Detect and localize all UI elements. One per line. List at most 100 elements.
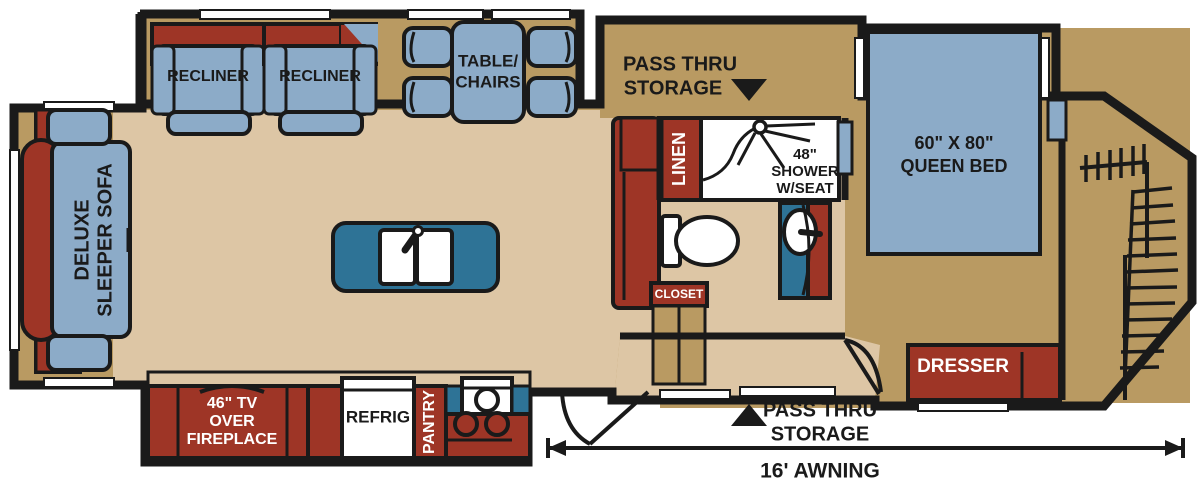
- burner-icon-1: [474, 387, 500, 413]
- sleeper-sofa-label-line2: SLEEPER SOFA: [94, 163, 116, 316]
- queen-bed-label-line1: 60" X 80": [914, 133, 993, 153]
- entry-door[interactable]: [560, 390, 650, 446]
- bathroom-vanity[interactable]: [778, 201, 832, 300]
- kitchen-island[interactable]: [331, 221, 500, 293]
- refrig-label: REFRIG: [346, 407, 410, 426]
- awning-arrow-right-icon: [1165, 440, 1183, 456]
- wardrobe-hangers-side: [1119, 186, 1179, 370]
- queen-bed-mattress: [866, 30, 1042, 256]
- window-sofa-bottom: [43, 377, 115, 388]
- dresser-body: [906, 343, 1062, 402]
- closet-tag[interactable]: CLOSET: [649, 281, 709, 308]
- recliner-2-footrest: [278, 110, 364, 136]
- pass-thru-storage-bottom: PASS THRU STORAGE: [731, 399, 877, 445]
- pass-thru-top-arrow-icon: [731, 79, 767, 101]
- bedroom-slide-top-wall: [860, 23, 1061, 100]
- shower-curtain-curve: [702, 123, 764, 182]
- pass-thru-bottom-label-line1: PASS THRU: [763, 399, 877, 421]
- vanity-faucet: [798, 229, 823, 237]
- recliner-1[interactable]: RECLINER: [150, 22, 266, 136]
- chair-bottom-right-arc: [564, 81, 571, 113]
- table-chairs-label-line2: CHAIRS: [455, 72, 520, 91]
- queen-bed-label-line2: QUEEN BED: [900, 156, 1007, 176]
- window-living-top-1: [199, 9, 331, 20]
- entry-door-leaf: [588, 390, 650, 446]
- recliner-2[interactable]: RECLINER: [262, 22, 378, 136]
- range-cooktop[interactable]: [444, 376, 532, 460]
- chair-top-left-arc: [409, 31, 416, 63]
- closet-door-2: [677, 304, 707, 386]
- refrigerator[interactable]: REFRIG: [340, 376, 416, 460]
- cabinet-filler-1: [306, 384, 344, 460]
- sofa-cushion-top: [46, 108, 112, 146]
- windows: [9, 9, 1050, 412]
- recliner-1-arm-left: [150, 44, 176, 116]
- bath-window-blue: [836, 120, 854, 176]
- recliner-1-label: RECLINER: [167, 68, 249, 85]
- linen-closet[interactable]: LINEN: [657, 116, 703, 202]
- window-dresser-bottom: [917, 402, 1009, 412]
- dining-table: [450, 20, 526, 124]
- recliner-2-arm-left: [262, 44, 288, 116]
- pass-thru-storage-top: PASS THRU STORAGE: [623, 53, 767, 101]
- toilet[interactable]: [660, 214, 740, 268]
- nightstand-blue: [1046, 98, 1068, 142]
- counter-teal-right: [510, 384, 532, 416]
- dinette-table-chairs[interactable]: TABLE/ CHAIRS: [402, 20, 578, 124]
- entry-door-swing-arc: [560, 391, 592, 446]
- tv-over-fireplace[interactable]: 46" TV OVER FIREPLACE: [146, 384, 310, 460]
- shower-spray-icon: [736, 122, 816, 169]
- sofa-cushion-bottom: [46, 334, 112, 372]
- tv-fireplace-cabinet: [146, 384, 310, 460]
- chair-top-right-arc: [564, 31, 571, 63]
- awning-label: 16' AWNING: [760, 460, 880, 483]
- pantry-label: PANTRY: [421, 390, 438, 454]
- shower[interactable]: 48" SHOWER W/SEAT: [699, 116, 841, 202]
- recliner-2-label: RECLINER: [279, 68, 361, 85]
- linen-label: LINEN: [669, 132, 689, 186]
- sleeper-sofa-label-line1: DELUXE: [71, 199, 93, 280]
- bathroom: 48" SHOWER W/SEAT: [620, 116, 883, 396]
- pass-thru-top-label-line1: PASS THRU: [623, 53, 737, 75]
- tv-fireplace-label-line3: FIREPLACE: [187, 431, 278, 448]
- counter-teal-left: [444, 384, 464, 416]
- fireplace-arc-icon: [199, 384, 265, 394]
- awning-dimension: 16' AWNING: [546, 438, 1185, 483]
- recliner-2-arm-right: [352, 44, 378, 116]
- queen-bed[interactable]: 60" X 80" QUEEN BED: [866, 30, 1042, 256]
- pantry[interactable]: PANTRY: [412, 384, 448, 460]
- window-bed-left: [854, 37, 865, 99]
- chair-top-right: [526, 26, 578, 68]
- storage-door-bottom-2: [739, 386, 836, 397]
- storage-door-bottom-1: [659, 389, 731, 400]
- awning-arrow-left-icon: [548, 440, 566, 456]
- window-sofa-wall: [9, 149, 20, 351]
- tv-fireplace-label-line1: 46" TV: [207, 395, 258, 412]
- hall-cabinet-upper: [619, 116, 661, 172]
- bathroom-door-leaf: [843, 338, 881, 396]
- shower-head-icon: [752, 119, 768, 135]
- shower-label-line1: 48": [793, 146, 817, 163]
- kitchen-run: 46" TV OVER FIREPLACE REFRIG PANTRY: [146, 370, 532, 460]
- wardrobe-rod-top: [1079, 160, 1148, 170]
- hall-storage: LINEN CLOSET: [611, 116, 709, 386]
- pass-thru-bottom-arrow-icon: [731, 404, 767, 426]
- bathroom-door-swing: [844, 338, 883, 393]
- pass-thru-top-label-line2: STORAGE: [624, 77, 723, 99]
- dresser-label: DRESSER: [917, 356, 1009, 377]
- closet-door-1: [651, 304, 681, 386]
- sink-basin-right: [415, 228, 454, 286]
- closet-label: CLOSET: [655, 287, 704, 301]
- pass-thru-bottom-label-line2: STORAGE: [771, 423, 870, 445]
- wardrobe-hangers-top: [1084, 144, 1146, 182]
- table-chairs-label-line1: TABLE/: [458, 51, 518, 70]
- recliner-1-footrest: [166, 110, 252, 136]
- deluxe-sleeper-sofa[interactable]: DELUXE SLEEPER SOFA: [20, 108, 132, 374]
- dresser[interactable]: DRESSER: [906, 343, 1062, 402]
- chair-bottom-left-arc: [409, 81, 416, 113]
- window-living-top-2: [407, 9, 484, 20]
- tv-fireplace-label-line2: OVER: [209, 413, 255, 430]
- bedroom-slide-walls: [860, 23, 1061, 100]
